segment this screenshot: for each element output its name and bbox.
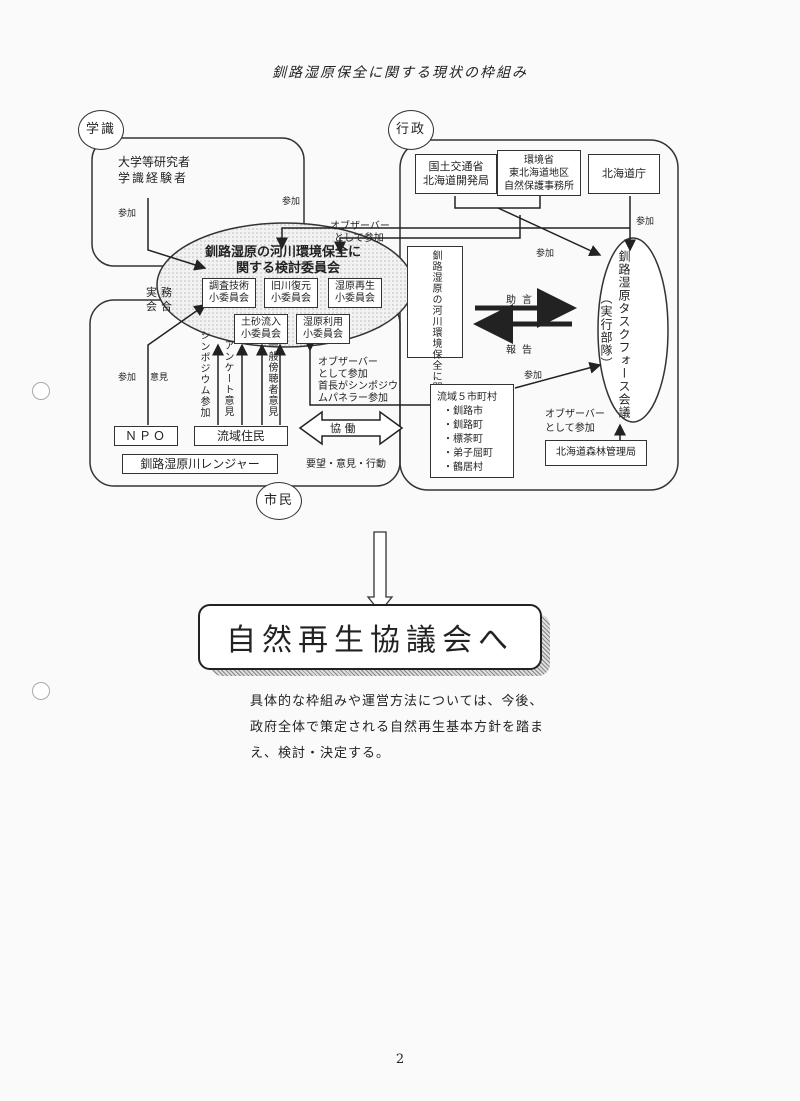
committee-observer-1: オブザーバー (330, 221, 390, 232)
academia-participate: 参加 (118, 209, 137, 219)
questionnaire-label: アンケート意見 (222, 340, 233, 417)
down-arrow (366, 531, 394, 614)
sediment-subcommittee: 土砂流入小委員会 (234, 314, 288, 344)
description-line-3: え、検討・決定する。 (250, 746, 391, 761)
description-line-2: 政府全体で策定される自然再生基本方針を踏ま (250, 720, 545, 735)
wetland-subcommittee: 湿原再生小委員会 (328, 278, 382, 308)
mlit-box: 国土交通省北海道開発局 (415, 154, 497, 194)
citizens-observer-1: オブザーバー (318, 357, 378, 368)
committee-observer-2: として参加 (334, 233, 384, 244)
working-group-2: 会合 (146, 300, 176, 313)
gov-participate-right: 参加 (636, 217, 655, 227)
taskforce-ellipse (597, 237, 669, 423)
forest-observer-1: オブザーバー (545, 409, 605, 420)
proposal-box: 釧路湿原の河川環境保全に関する提言 (407, 246, 463, 437)
working-group-1: 実務 (146, 286, 176, 299)
gov-participate-left: 参加 (536, 249, 555, 259)
academia-label: 学識 (78, 110, 124, 150)
forest-observer-2: として参加 (545, 423, 595, 434)
description-line-1: 具体的な枠組みや運営方法については、今後、 (250, 694, 544, 709)
municipality-item: ・標茶町 (443, 434, 483, 445)
gov-to-taskforce-arrow (497, 207, 602, 257)
committee-title-1: 釧路湿原の河川環境保全に (205, 245, 362, 260)
citizens-label: 市民 (256, 482, 302, 520)
npo-box: ＮＰＯ (114, 426, 178, 446)
requests-label: 要望・意見・行動 (306, 459, 386, 470)
taskforce-sub: （実行部隊） (599, 292, 613, 370)
municipalities-box: 流域５市町村 ・釧路市 ・釧路町 ・標茶町 ・弟子屈町 ・鶴居村 (430, 384, 514, 478)
use-subcommittee: 湿原利用小委員会 (296, 314, 350, 344)
forest-office-box: 北海道森林管理局 (545, 440, 647, 466)
ranger-box: 釧路湿原川レンジャー (122, 454, 278, 474)
committee-title-2: 関する検討委員会 (236, 261, 341, 276)
citizens-observer-3: 首長がシンポジウ (318, 381, 398, 392)
citizens-observer-4: ムパネラー参加 (318, 393, 388, 404)
moe-box: 環境省東北海道地区自然保護事務所 (497, 150, 581, 196)
hokkaido-box: 北海道庁 (588, 154, 660, 194)
citizens-participate: 参加 (118, 373, 137, 383)
page-title: 釧路湿原保全に関する現状の枠組み (272, 65, 528, 81)
municipality-item: ・釧路市 (443, 406, 483, 417)
collaboration-arrow (298, 410, 404, 446)
municipalities-title: 流域５市町村 (437, 392, 497, 403)
government-region (399, 139, 679, 491)
punch-hole (32, 382, 50, 400)
symposium-label: シンポジウム参加 (198, 330, 209, 418)
municipality-item: ・釧路町 (443, 420, 483, 431)
government-label: 行政 (388, 110, 434, 150)
collaboration-label: 協 働 (330, 422, 356, 435)
municipalities-participate: 参加 (524, 371, 543, 381)
punch-hole (32, 682, 50, 700)
advice-label: 助言 (506, 295, 538, 306)
municipality-item: ・鶴居村 (443, 462, 483, 473)
researchers-line-2: 学識経験者 (118, 171, 189, 185)
citizens-opinion: 意見 (150, 373, 169, 383)
citizens-observer-2: として参加 (318, 369, 368, 380)
council-banner: 自然再生協議会へ (198, 604, 542, 670)
researchers-line-1: 大学等研究者 (118, 155, 191, 169)
survey-subcommittee: 調査技術小委員会 (202, 278, 256, 308)
hearing-label: 一般傍聴者意見 (266, 340, 277, 417)
page-number: 2 (395, 1052, 405, 1067)
residents-box: 流域住民 (194, 426, 288, 446)
academia-arrow (147, 198, 207, 271)
municipality-item: ・弟子屈町 (443, 448, 493, 459)
old-river-subcommittee: 旧川復元小委員会 (264, 278, 318, 308)
committee-participate: 参加 (282, 197, 301, 207)
taskforce-label: 釧路湿原タスクフォース会議 (617, 250, 631, 419)
report-label: 報告 (506, 345, 538, 356)
